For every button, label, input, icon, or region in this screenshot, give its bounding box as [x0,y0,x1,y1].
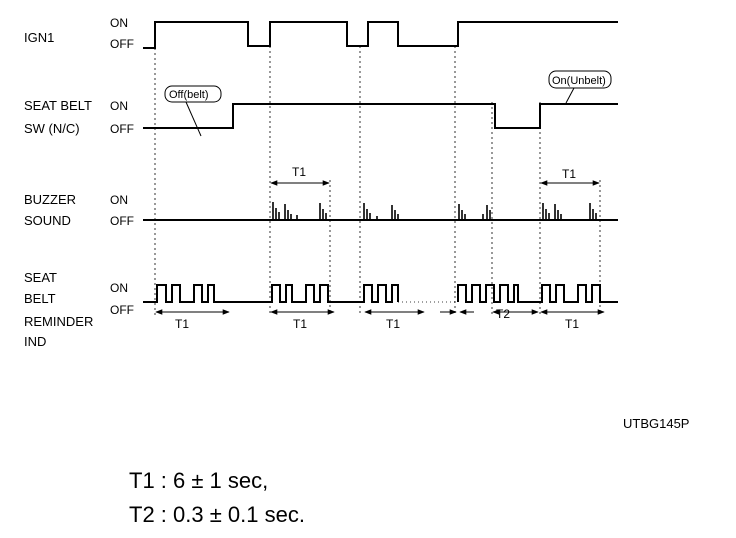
t1-label-reminder-1: T1 [175,317,189,331]
t1-label-reminder-2: T1 [293,317,307,331]
t1-label-buzzer-1: T1 [292,165,306,179]
reminder-on-label: ON [110,281,128,295]
ign1-on-label: ON [110,16,128,30]
legend-t1: T1 : 6 ± 1 sec, [129,468,268,493]
figure-code: UTBG145P [623,416,689,431]
off-belt-callout: Off(belt) [164,85,222,137]
reminder-label-line2: BELT [24,291,56,306]
buzzer-off-label: OFF [110,214,134,228]
t1-label-reminder-3: T1 [386,317,400,331]
period-arrows [155,180,605,315]
off-belt-callout-text: Off(belt) [169,89,209,101]
buzzer-label-line2: SOUND [24,213,71,228]
on-unbelt-callout-text: On(Unbelt) [552,75,606,87]
reminder-label-line4: IND [24,334,46,349]
ign1-off-label: OFF [110,37,134,51]
seat-belt-sw-label-line2: SW (N/C) [24,121,80,136]
reminder-off-label: OFF [110,303,134,317]
t2-label-reminder: T2 [496,307,510,321]
buzzer-label-line1: BUZZER [24,192,76,207]
reminder-label-line3: REMINDER [24,314,93,329]
reminder-waveform [143,284,618,303]
t1-label-buzzer-2: T1 [562,167,576,181]
buzzer-on-label: ON [110,193,128,207]
ign1-label: IGN1 [24,30,54,45]
seat-belt-sw-waveform [143,103,618,129]
event-markers [154,46,601,315]
seat-belt-sw-off-label: OFF [110,122,134,136]
t1-label-reminder-4: T1 [565,317,579,331]
seat-belt-sw-on-label: ON [110,99,128,113]
buzzer-bursts [272,202,597,220]
on-unbelt-callout: On(Unbelt) [548,70,612,104]
reminder-label-line1: SEAT [24,270,57,285]
ign1-waveform [143,21,618,49]
seat-belt-sw-label-line1: SEAT BELT [24,98,92,113]
legend-t2: T2 : 0.3 ± 0.1 sec. [129,502,305,527]
